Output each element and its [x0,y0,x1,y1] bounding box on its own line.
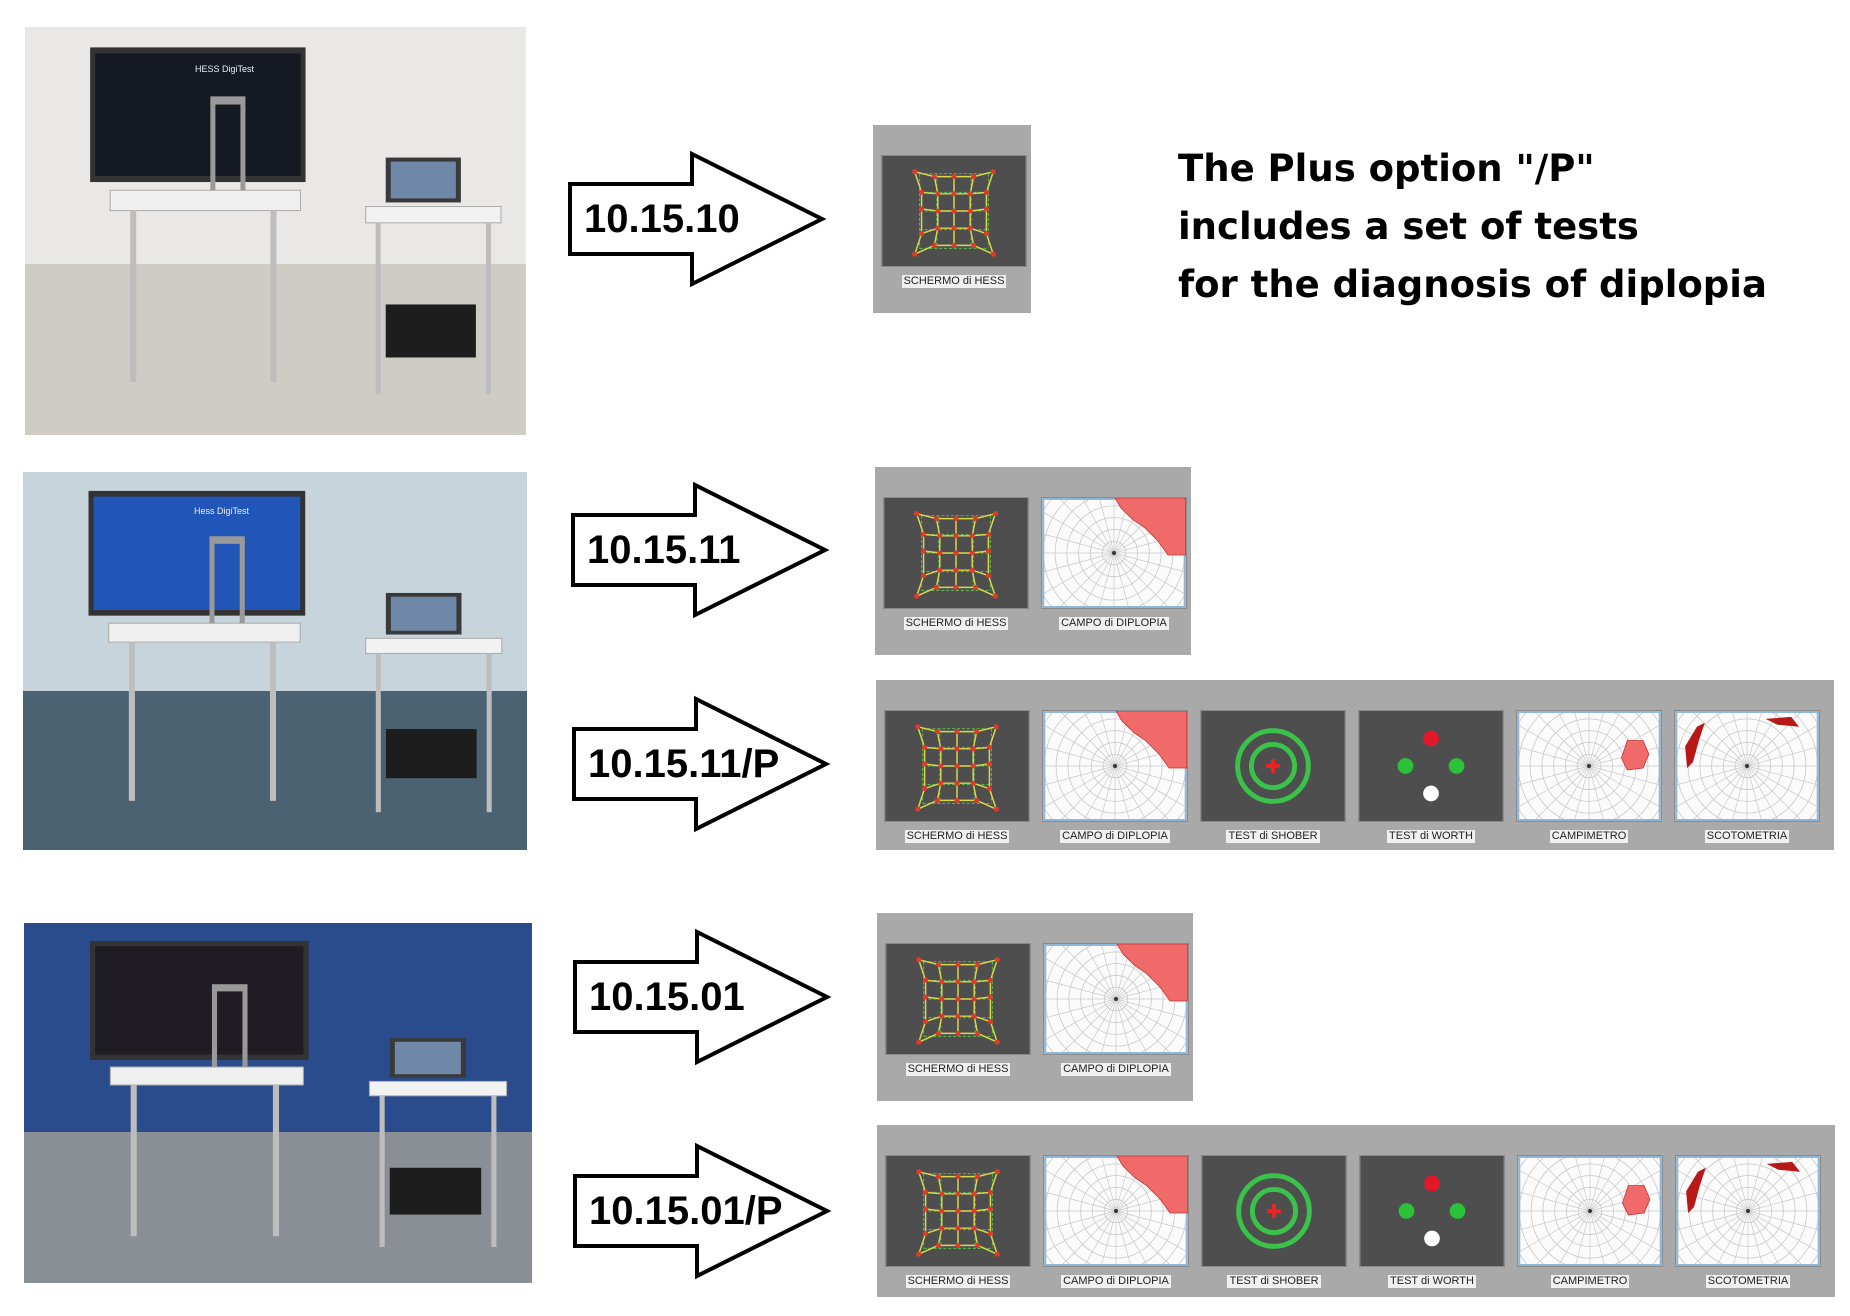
setup-photo-3 [24,923,532,1283]
test-caption: SCHERMO di HESS [905,1063,1011,1076]
test-thumbnail: TEST di WORTH [1359,1155,1505,1288]
plus-option-description: The Plus option "/P" includes a set of t… [1178,140,1767,314]
test-preview-image [1201,1155,1347,1267]
test-caption: SCHERMO di HESS [904,830,1010,843]
test-preview-image [1516,710,1662,822]
arrow-row-4: 10.15.01 [573,928,833,1066]
test-thumbnail: CAMPO di DIPLOPIA [1043,943,1189,1076]
test-thumbnail: TEST di WORTH [1358,710,1504,843]
test-preview-image [881,155,1027,267]
description-line-2: includes a set of tests [1178,205,1639,248]
test-panel-row-5: SCHERMO di HESS CAMPO di DIPLOPIA TEST di … [877,1125,1835,1297]
test-caption: TEST di SHOBER [1227,1275,1321,1288]
test-caption: SCHERMO di HESS [903,617,1009,630]
test-preview-image [1041,497,1187,609]
test-preview-image [1042,710,1188,822]
test-thumbnail: SCHERMO di HESS [883,497,1029,630]
product-code: 10.15.01 [589,975,745,1019]
test-thumbnail: CAMPO di DIPLOPIA [1042,710,1188,843]
test-preview-image [885,943,1031,1055]
test-thumbnail: CAMPO di DIPLOPIA [1041,497,1187,630]
test-preview-image [1674,710,1820,822]
description-line-3: for the diagnosis of diplopia [1178,263,1767,306]
test-preview-image [1517,1155,1663,1267]
product-code: 10.15.10 [584,197,740,241]
test-caption: TEST di WORTH [1388,1275,1476,1288]
test-thumbnail: SCOTOMETRIA [1674,710,1820,843]
test-caption: SCOTOMETRIA [1705,1275,1791,1288]
test-preview-image [1359,1155,1505,1267]
test-caption: CAMPO di DIPLOPIA [1059,617,1169,630]
test-caption: TEST di SHOBER [1226,830,1320,843]
arrow-row-1: 10.15.10 [568,150,828,288]
test-thumbnail: SCHERMO di HESS [885,1155,1031,1288]
test-caption: SCHERMO di HESS [905,1275,1011,1288]
test-preview-image [885,1155,1031,1267]
test-thumbnail: SCHERMO di HESS [881,155,1027,288]
test-caption: SCHERMO di HESS [901,275,1007,288]
monitor-screen-text: Hess DigiTest [194,506,250,516]
test-caption: CAMPO di DIPLOPIA [1060,830,1170,843]
test-thumbnail: CAMPIMETRO [1517,1155,1663,1288]
test-preview-image [883,497,1029,609]
test-preview-image [1358,710,1504,822]
test-thumbnail: CAMPO di DIPLOPIA [1043,1155,1189,1288]
test-caption: CAMPIMETRO [1550,1275,1630,1288]
test-preview-image [1043,943,1189,1055]
test-caption: CAMPO di DIPLOPIA [1061,1063,1171,1076]
test-caption: TEST di WORTH [1387,830,1475,843]
test-panel-row-3: SCHERMO di HESS CAMPO di DIPLOPIA TEST di … [876,680,1834,850]
test-preview-image [1043,1155,1189,1267]
test-thumbnail: SCOTOMETRIA [1675,1155,1821,1288]
test-caption: SCOTOMETRIA [1704,830,1790,843]
test-caption: CAMPIMETRO [1549,830,1629,843]
test-panel-row-4: SCHERMO di HESS CAMPO di DIPLOPIA [877,913,1193,1101]
test-preview-image [884,710,1030,822]
test-caption: CAMPO di DIPLOPIA [1061,1275,1171,1288]
arrow-row-5: 10.15.01/P [573,1142,833,1280]
product-code: 10.15.11 [587,528,741,572]
product-code: 10.15.11/P [588,742,780,786]
arrow-row-3: 10.15.11/P [572,695,832,833]
setup-photo-1: HESS DigiTest [25,27,526,435]
test-thumbnail: TEST di SHOBER [1201,1155,1347,1288]
description-line-1: The Plus option "/P" [1178,147,1595,190]
test-panel-row-1: SCHERMO di HESS [873,125,1031,313]
test-preview-image [1675,1155,1821,1267]
setup-photo-2: Hess DigiTest [23,472,527,850]
test-thumbnail: SCHERMO di HESS [884,710,1030,843]
test-panel-row-2: SCHERMO di HESS CAMPO di DIPLOPIA [875,467,1191,655]
test-preview-image [1200,710,1346,822]
monitor-screen-text: HESS DigiTest [195,64,255,74]
product-code: 10.15.01/P [589,1189,783,1233]
arrow-row-2: 10.15.11 [571,481,831,619]
test-thumbnail: SCHERMO di HESS [885,943,1031,1076]
test-thumbnail: CAMPIMETRO [1516,710,1662,843]
test-thumbnail: TEST di SHOBER [1200,710,1346,843]
